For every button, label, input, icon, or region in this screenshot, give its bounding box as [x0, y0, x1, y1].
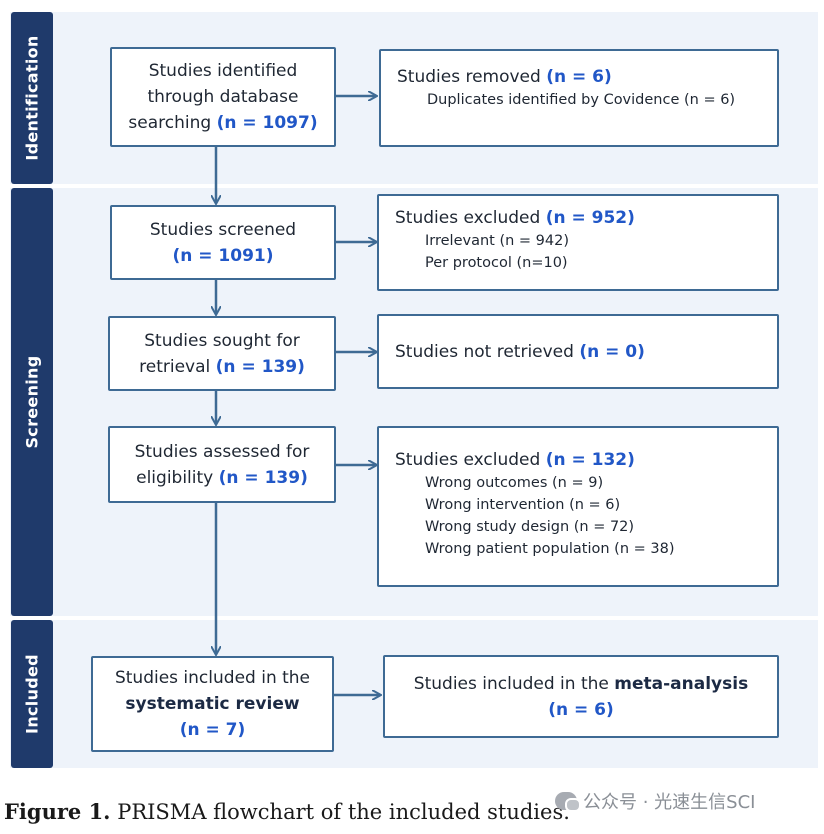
excluded-elig-item: Wrong patient population (n = 38) [425, 541, 675, 557]
studies-screened-box: Studies screened (n = 1091) [110, 205, 336, 280]
included-sidebar: Included [11, 620, 53, 768]
assessed-line2: eligibility [136, 467, 214, 488]
meta-line1-wrap: Studies included in the meta-analysis [414, 671, 748, 697]
watermark-text: 公众号 · 光速生信SCI [583, 792, 756, 813]
identified-line3-wrap: searching (n = 1097) [128, 110, 317, 136]
assessed-count: (n = 139) [218, 467, 308, 488]
assessed-line1: Studies assessed for [134, 441, 310, 462]
identification-sidebar: Identification [11, 12, 53, 184]
removed-item: Duplicates identified by Covidence (n = … [427, 92, 736, 108]
meta-count: (n = 6) [548, 699, 614, 720]
assessed-line2-wrap: eligibility (n = 139) [136, 465, 308, 491]
identified-count: (n = 1097) [216, 113, 318, 133]
sought-line2: retrieval [139, 356, 211, 377]
sought-line1: Studies sought for [144, 330, 300, 351]
excluded-elig-title-row: Studies excluded (n = 132) [395, 448, 761, 472]
removed-count: (n = 6) [546, 67, 612, 87]
figure-caption-text: PRISMA flowchart of the included studies… [117, 800, 570, 824]
studies-included-meta-box: Studies included in the meta-analysis (n… [383, 655, 779, 738]
screened-count: (n = 1091) [172, 245, 274, 266]
studies-assessed-box: Studies assessed for eligibility (n = 13… [108, 426, 336, 503]
review-line1: Studies included in the [114, 668, 311, 688]
studies-excluded-screening-box: Studies excluded (n = 952) Irrelevant (n… [377, 194, 779, 291]
sought-line2-wrap: retrieval (n = 139) [139, 354, 305, 380]
excluded-screen-item: Irrelevant (n = 942) [425, 233, 569, 249]
not-retrieved-title: Studies not retrieved [395, 341, 574, 362]
studies-removed-box: Studies removed (n = 6) Duplicates ident… [379, 49, 779, 147]
excluded-elig-item: Wrong intervention (n = 6) [425, 497, 621, 513]
review-count: (n = 7) [179, 720, 246, 740]
excluded-elig-item: Wrong study design (n = 72) [425, 519, 635, 535]
screened-line1: Studies screened [149, 219, 297, 240]
not-retrieved-count: (n = 0) [579, 341, 645, 362]
meta-line1: Studies included in the [413, 673, 609, 694]
excluded-elig-count: (n = 132) [545, 450, 635, 470]
watermark: 公众号 · 光速生信SCI [555, 788, 755, 814]
studies-not-retrieved-box: Studies not retrieved (n = 0) [377, 314, 779, 389]
removed-title-row: Studies removed (n = 6) [397, 65, 761, 89]
identified-line1: Studies identified [148, 61, 298, 81]
studies-included-review-box: Studies included in the systematic revie… [91, 656, 334, 752]
screening-sidebar: Screening [11, 188, 53, 616]
excluded-screen-count: (n = 952) [545, 208, 635, 228]
removed-title: Studies removed [397, 67, 541, 87]
not-retrieved-row: Studies not retrieved (n = 0) [395, 340, 645, 364]
identified-line3: searching [128, 113, 212, 133]
excluded-screen-title: Studies excluded [395, 208, 541, 228]
sought-count: (n = 139) [215, 356, 305, 377]
studies-sought-box: Studies sought for retrieval (n = 139) [108, 316, 336, 391]
review-line2: systematic review [125, 694, 300, 714]
meta-line1-bold: meta-analysis [614, 673, 749, 694]
excluded-elig-title: Studies excluded [395, 450, 541, 470]
studies-identified-box: Studies identified through database sear… [110, 47, 336, 147]
excluded-screen-title-row: Studies excluded (n = 952) [395, 206, 761, 230]
studies-excluded-eligibility-box: Studies excluded (n = 132) Wrong outcome… [377, 426, 779, 587]
figure-label: Figure 1. [4, 799, 111, 824]
identified-line2: through database [147, 87, 299, 107]
figure-caption: Figure 1. PRISMA flowchart of the includ… [4, 799, 570, 824]
wechat-icon [555, 792, 581, 812]
excluded-screen-item: Per protocol (n=10) [425, 255, 568, 271]
excluded-elig-item: Wrong outcomes (n = 9) [425, 475, 604, 491]
